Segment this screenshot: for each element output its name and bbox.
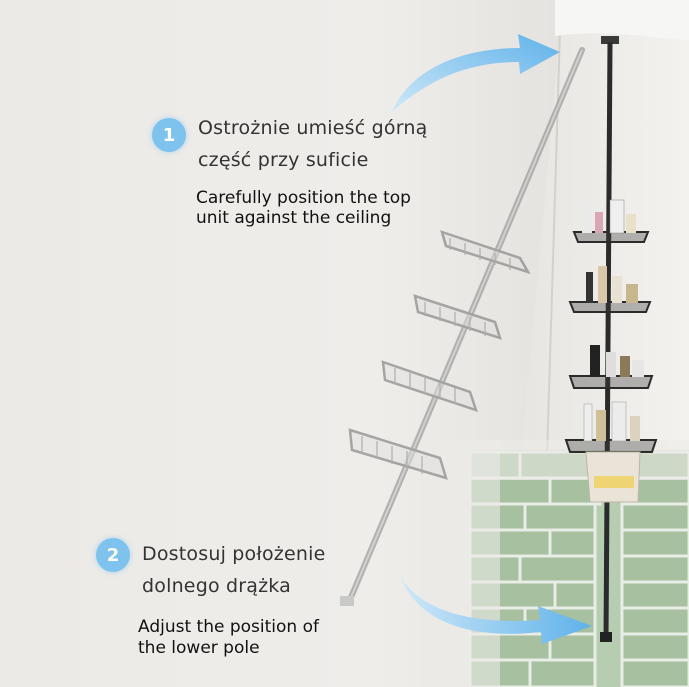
step-1-polish-line-1: Ostrożnie umieść górną: [198, 117, 428, 139]
green-tiles: [440, 440, 689, 687]
corner-shelf-pole: [564, 36, 658, 642]
step-2-english-line-2: the lower pole: [138, 638, 260, 658]
ghost-pole-assembly: [340, 47, 585, 606]
step-1-english-line-2: unit against the ceiling: [196, 208, 392, 228]
step-2-polish-line-2: dolnego drążka: [142, 575, 292, 597]
ceiling: [555, 0, 689, 40]
step-2-english-line-1: Adjust the position of: [138, 617, 319, 637]
step-1-badge: 1: [152, 118, 186, 152]
curved-arrow-icon: [392, 34, 560, 112]
step-2-polish-line-1: Dostosuj położenie: [142, 543, 326, 565]
step-2-badge: 2: [96, 538, 130, 572]
step-1-polish-line-2: część przy suficie: [198, 149, 369, 171]
step-1-english-line-1: Carefully position the top: [196, 188, 411, 208]
curved-arrow-icon: [400, 576, 592, 644]
